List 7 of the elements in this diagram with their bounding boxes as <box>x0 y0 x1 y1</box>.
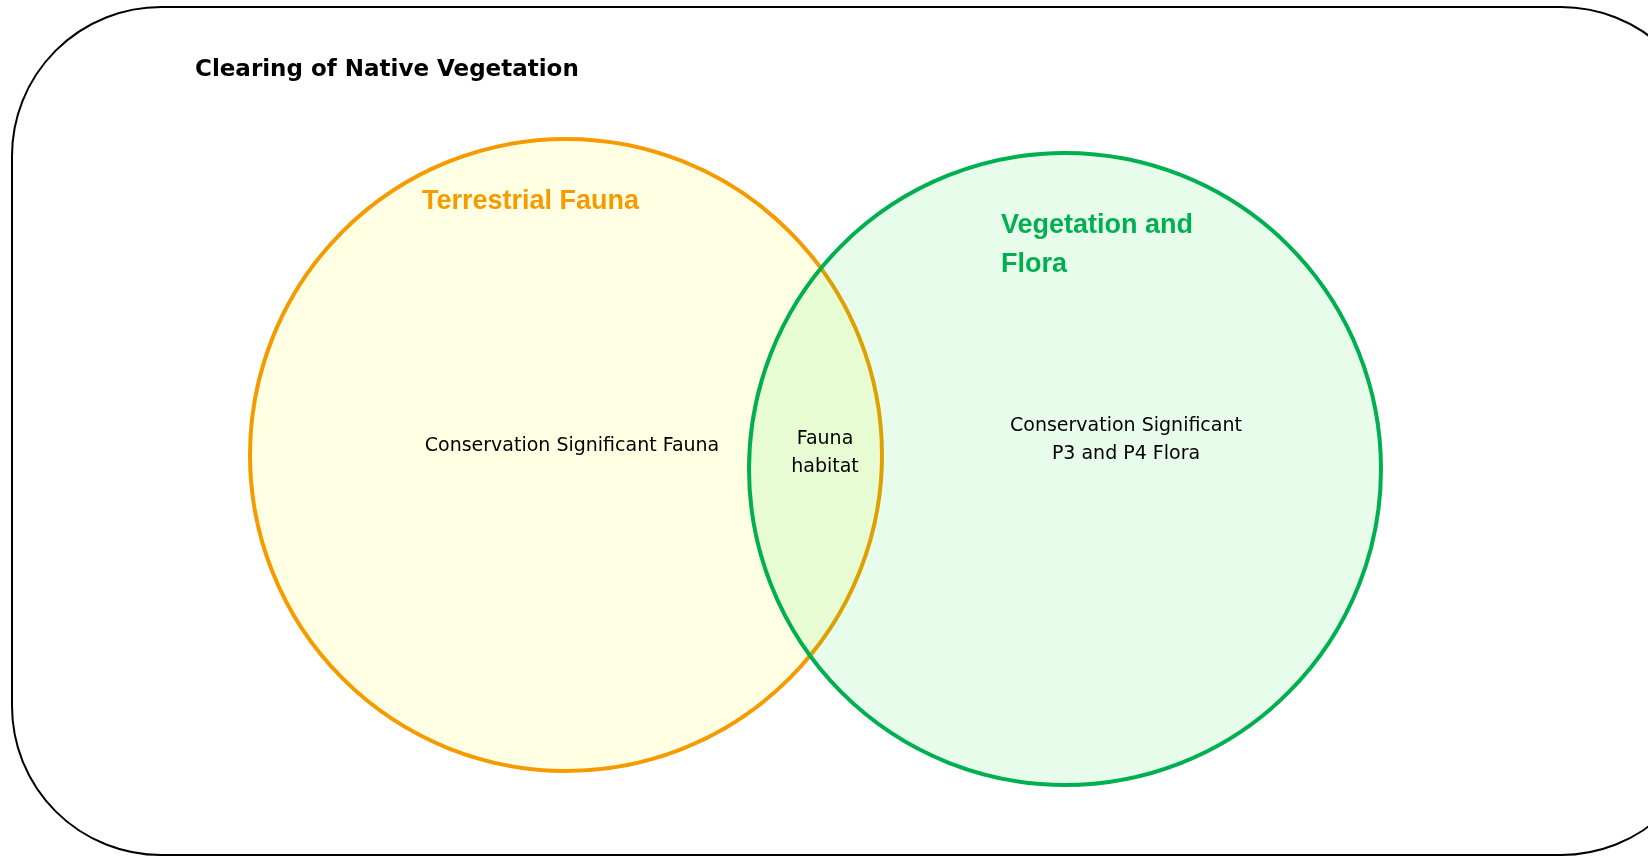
circle-text: Conservation Significant Fauna <box>423 432 721 457</box>
circle-title: Vegetation and Flora <box>1001 208 1195 281</box>
frame-heading: Clearing of Native Vegetation <box>195 54 580 83</box>
circle-text: Conservation Significant P3 and P4 Flora <box>1009 412 1243 465</box>
rounded-frame <box>11 6 1648 856</box>
circle-title: Terrestrial Fauna <box>422 184 640 217</box>
region-label: Fauna habitat <box>790 425 860 478</box>
